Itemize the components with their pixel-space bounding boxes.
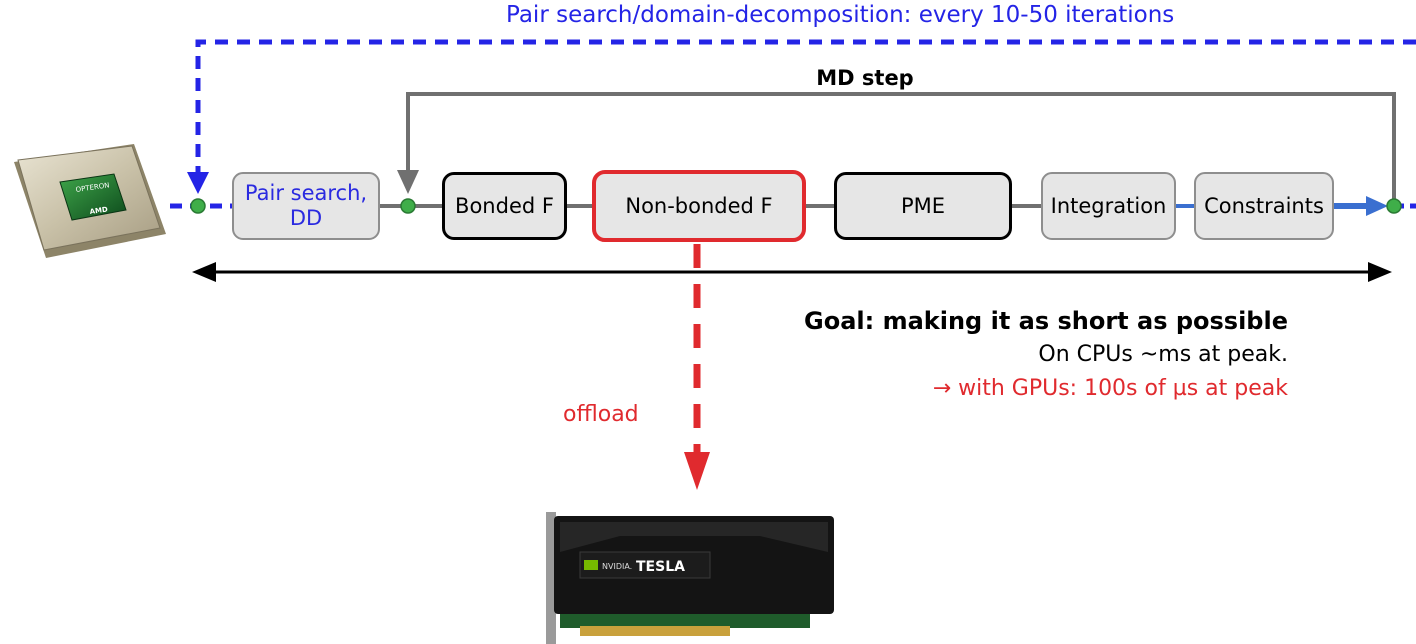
step-pme: PME <box>834 172 1012 240</box>
md-step-label: MD step <box>816 66 914 90</box>
node-loop-entry <box>190 198 206 214</box>
goal-gpu-timing: → with GPUs: 100s of µs at peak <box>932 376 1288 401</box>
offload-label: offload <box>563 402 639 427</box>
step-non-bonded-forces: Non-bonded F <box>592 170 806 242</box>
cpu-chip-image: OPTERON AMD <box>14 144 166 258</box>
duration-span-arrowhead-right <box>1368 262 1392 282</box>
gpu-model-text: TESLA <box>636 559 685 575</box>
step-constraints: Constraints <box>1194 172 1334 240</box>
pair-search-frequency-label: Pair search/domain-decomposition: every … <box>506 2 1175 28</box>
pair-search-loop-line <box>195 39 1416 172</box>
md-step-loop-arrowhead <box>397 170 419 194</box>
step-integration: Integration <box>1041 172 1176 240</box>
gpu-brand-text: NVIDIA. <box>602 562 632 571</box>
step-bonded-forces: Bonded F <box>442 172 567 240</box>
constraints-out-arrowhead <box>1366 196 1388 216</box>
cpu-brand-text: AMD <box>89 205 108 215</box>
md-step-loop-line <box>406 92 1396 200</box>
duration-span-arrowhead-left <box>192 262 216 282</box>
goal-cpu-timing: On CPUs ~ms at peak. <box>1038 342 1288 367</box>
node-md-entry <box>400 198 416 214</box>
goal-title: Goal: making it as short as possible <box>804 307 1288 335</box>
pair-search-loop-arrowhead <box>187 172 209 194</box>
node-md-exit <box>1386 198 1402 214</box>
offload-arrowhead <box>684 452 710 490</box>
step-pair-search: Pair search, DD <box>232 172 380 240</box>
gpu-card-image: NVIDIA. TESLA <box>546 512 834 644</box>
goal-block: Goal: making it as short as possible On … <box>600 304 1288 406</box>
